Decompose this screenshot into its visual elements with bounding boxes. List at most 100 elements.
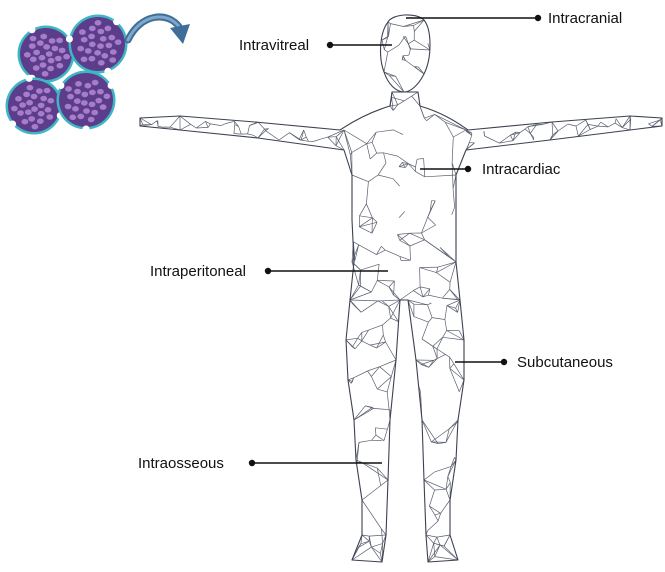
mesh-edge bbox=[429, 295, 443, 298]
mesh-edge bbox=[279, 133, 289, 140]
mesh-edge bbox=[377, 280, 394, 281]
spheroid-cell bbox=[100, 36, 107, 42]
mesh-edge bbox=[376, 435, 384, 440]
mesh-edge bbox=[372, 218, 377, 223]
mesh-edge bbox=[357, 267, 360, 270]
mesh-edge bbox=[422, 420, 438, 444]
mesh-edge bbox=[429, 490, 434, 506]
mesh-edge bbox=[322, 137, 328, 139]
mesh-edge bbox=[410, 246, 411, 260]
mesh-edge bbox=[443, 331, 447, 338]
spheroid-cell bbox=[81, 37, 88, 43]
spheroid-cell bbox=[97, 43, 104, 49]
spheroid-cell bbox=[81, 57, 88, 63]
mesh-edge bbox=[346, 338, 358, 340]
spheroid-cell bbox=[104, 94, 111, 100]
mesh-edge bbox=[328, 130, 344, 137]
mesh-edge bbox=[360, 216, 373, 218]
spheroid-cell bbox=[74, 89, 81, 95]
spheroid-cell bbox=[69, 115, 76, 121]
mesh-edge bbox=[399, 167, 405, 168]
spheroid-cell bbox=[25, 109, 32, 115]
spheroid-cell bbox=[27, 85, 34, 91]
mesh-edge bbox=[158, 126, 163, 127]
mesh-edge bbox=[452, 137, 453, 163]
spheroid-cell bbox=[46, 51, 53, 57]
mesh-edge bbox=[454, 364, 464, 380]
mesh-edge bbox=[377, 264, 379, 280]
mesh-edge bbox=[362, 486, 381, 500]
mesh-edge bbox=[448, 477, 451, 483]
mesh-edge bbox=[250, 123, 257, 125]
mesh-edge bbox=[648, 120, 660, 124]
mesh-edge bbox=[420, 267, 438, 268]
mesh-edge bbox=[424, 472, 435, 480]
mesh-edge bbox=[437, 349, 445, 354]
mesh-edge bbox=[362, 341, 370, 345]
spheroid-cell bbox=[29, 43, 36, 49]
spheroid-cell bbox=[44, 88, 51, 94]
mesh-edge bbox=[368, 371, 372, 377]
spheroid-cell bbox=[88, 34, 95, 40]
tumor-spheroid-icon bbox=[6, 15, 128, 135]
spheroid-cell bbox=[28, 116, 35, 122]
spheroid-body bbox=[59, 73, 113, 127]
mesh-edge bbox=[372, 435, 376, 440]
spheroid-cell bbox=[101, 53, 108, 59]
mesh-edge bbox=[435, 466, 451, 472]
mesh-edge bbox=[590, 126, 598, 129]
mesh-edge bbox=[352, 144, 367, 153]
label-intracardiac: Intracardiac bbox=[420, 161, 561, 178]
mesh-edge bbox=[520, 129, 525, 133]
mesh-edge bbox=[446, 489, 450, 500]
mesh-edge bbox=[393, 130, 403, 135]
mesh-edge bbox=[344, 130, 367, 144]
mesh-edge bbox=[152, 121, 157, 125]
mesh-edge bbox=[391, 24, 404, 27]
mesh-edge bbox=[428, 217, 436, 225]
mesh-edge bbox=[360, 204, 367, 216]
label-intraosseous-text: Intraosseous bbox=[138, 455, 224, 472]
spheroid-cell bbox=[67, 94, 74, 100]
spheroid-cell bbox=[31, 94, 38, 100]
spheroid-cell bbox=[40, 96, 47, 102]
spheroid-cell bbox=[26, 100, 33, 106]
mesh-edge bbox=[369, 325, 383, 330]
spheroid-cell bbox=[22, 119, 29, 125]
mesh-edge bbox=[370, 153, 377, 159]
mesh-edge bbox=[352, 338, 357, 347]
spheroid-cell bbox=[108, 35, 115, 41]
spheroid-rim-gap bbox=[108, 82, 115, 89]
mesh-edge bbox=[377, 468, 380, 486]
mesh-edge bbox=[443, 337, 464, 340]
spheroid-cell bbox=[59, 48, 66, 54]
mesh-edge bbox=[362, 462, 388, 480]
mesh-edge bbox=[435, 114, 466, 130]
mesh-edge bbox=[378, 163, 386, 175]
mesh-edge bbox=[354, 406, 365, 420]
spheroid-cell bbox=[55, 56, 62, 62]
mesh-edge bbox=[453, 189, 455, 208]
mesh-edge bbox=[435, 515, 438, 521]
mesh-edge bbox=[445, 306, 447, 320]
mesh-edge bbox=[376, 130, 393, 132]
spheroid-cell bbox=[42, 71, 49, 77]
spheroid-cell bbox=[74, 98, 81, 104]
spheroid-cell bbox=[98, 60, 105, 66]
mesh-edge bbox=[377, 280, 389, 287]
mesh-edge bbox=[384, 153, 387, 163]
mesh-edge bbox=[359, 245, 377, 255]
spheroid-cell bbox=[115, 39, 122, 45]
mesh-edge bbox=[428, 521, 439, 531]
mesh-edge bbox=[221, 124, 226, 126]
mesh-edge bbox=[414, 40, 430, 50]
mesh-edge bbox=[450, 364, 454, 369]
mesh-edge bbox=[444, 538, 448, 546]
mesh-edge bbox=[378, 175, 393, 179]
mesh-edge bbox=[452, 207, 455, 215]
mesh-edge bbox=[452, 163, 453, 189]
mesh-edge bbox=[399, 212, 405, 218]
spheroid-cell bbox=[30, 36, 37, 42]
mesh-edge bbox=[384, 429, 387, 440]
mesh-edge bbox=[445, 320, 447, 331]
